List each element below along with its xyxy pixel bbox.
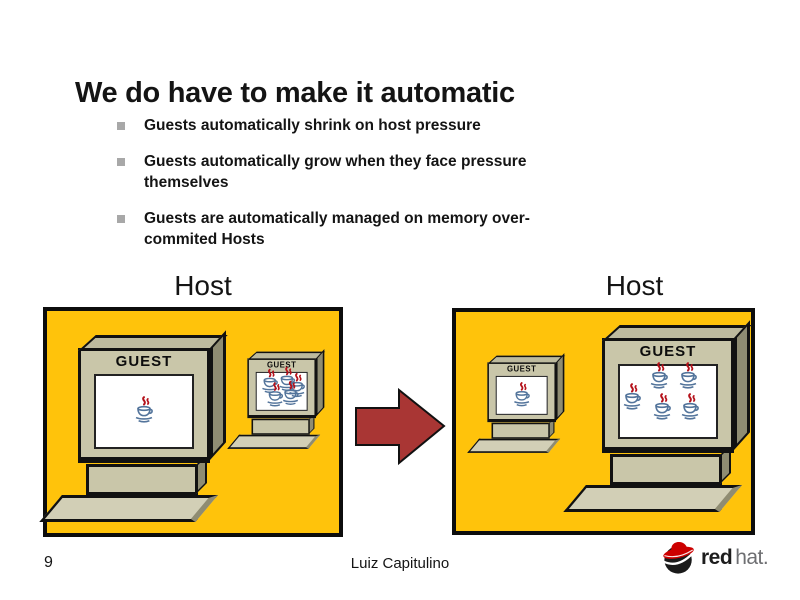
guest-computer-small: GUEST [227, 349, 331, 453]
java-logo [678, 392, 702, 426]
bullet-list: Guests automatically shrink on host pres… [117, 116, 687, 266]
java-logo [280, 380, 302, 409]
java-logo-icon [624, 382, 642, 410]
guest-computer-large: GUEST [563, 320, 762, 520]
host-label-right: Host [605, 270, 664, 301]
java-logo [511, 381, 533, 410]
right-arrow-icon [355, 388, 446, 466]
bullet-item: Guests are automatically managed on memo… [117, 209, 687, 250]
java-logo-icon [283, 380, 299, 405]
guest-label: GUEST [266, 360, 297, 370]
java-logo [264, 381, 286, 410]
host-label-left: Host [174, 270, 232, 301]
java-logo-icon [681, 393, 699, 420]
java-logo [647, 361, 671, 395]
monitor-top-face [602, 325, 752, 341]
monitor: GUEST [78, 330, 228, 463]
square-bullet-icon [117, 122, 125, 130]
guest-computer-large: GUEST [39, 330, 238, 530]
keyboard [563, 485, 742, 512]
square-bullet-icon [117, 215, 125, 224]
monitor-side-face [734, 320, 750, 450]
monitor-top-face [78, 335, 228, 351]
computer-base [86, 464, 198, 495]
monitor-top-face [487, 355, 566, 364]
guest-label: GUEST [506, 364, 537, 374]
keyboard [39, 495, 218, 522]
computer-base [610, 454, 722, 485]
page-number: 9 [44, 554, 53, 571]
java-logo-icon [679, 362, 698, 389]
guest-label: GUEST [115, 353, 173, 370]
bullet-item: Guests automatically grow when they face… [117, 152, 687, 193]
java-logo [676, 361, 700, 395]
bullet-text: Guests are automatically managed on memo… [144, 210, 530, 248]
monitor-top-face [247, 351, 326, 360]
guest-screen [94, 374, 194, 449]
slide-title: We do have to make it automatic [75, 77, 515, 110]
monitor-side-face [316, 349, 325, 417]
redhat-logo-text-hat: hat. [735, 546, 769, 569]
monitor: GUEST [602, 320, 752, 453]
java-logo-icon [651, 362, 669, 389]
host-box-left: GUEST GUEST [39, 307, 343, 537]
java-logo [620, 382, 644, 416]
monitor-side-face [556, 353, 565, 421]
redhat-logo-text-red: red [701, 546, 733, 569]
keyboard [227, 434, 321, 449]
bullet-text: Guests automatically shrink on host pres… [144, 117, 481, 134]
guest-computer-small: GUEST [467, 353, 571, 457]
computer-base [491, 422, 550, 439]
monitor-side-face [210, 330, 226, 460]
java-logo [132, 395, 156, 429]
monitor: GUEST [247, 349, 326, 419]
java-logo [650, 392, 674, 426]
keyboard [467, 438, 561, 453]
host-box-right: GUEST GUEST [452, 308, 755, 535]
guest-screen [495, 375, 548, 415]
java-logo-icon [653, 393, 672, 420]
java-logo-icon [267, 382, 283, 407]
guest-screen [618, 361, 718, 439]
square-bullet-icon [117, 158, 125, 167]
bullet-text: Guests automatically grow when they face… [144, 153, 527, 191]
guest-label: GUEST [639, 343, 697, 360]
java-logo-icon [514, 382, 530, 407]
monitor: GUEST [487, 353, 566, 423]
java-logo-icon [135, 396, 153, 423]
guest-screen [255, 366, 308, 411]
bullet-item: Guests automatically shrink on host pres… [117, 116, 687, 136]
redhat-logo-icon [663, 541, 694, 574]
computer-base [251, 418, 310, 435]
author-name: Luiz Capitulino [350, 555, 450, 572]
